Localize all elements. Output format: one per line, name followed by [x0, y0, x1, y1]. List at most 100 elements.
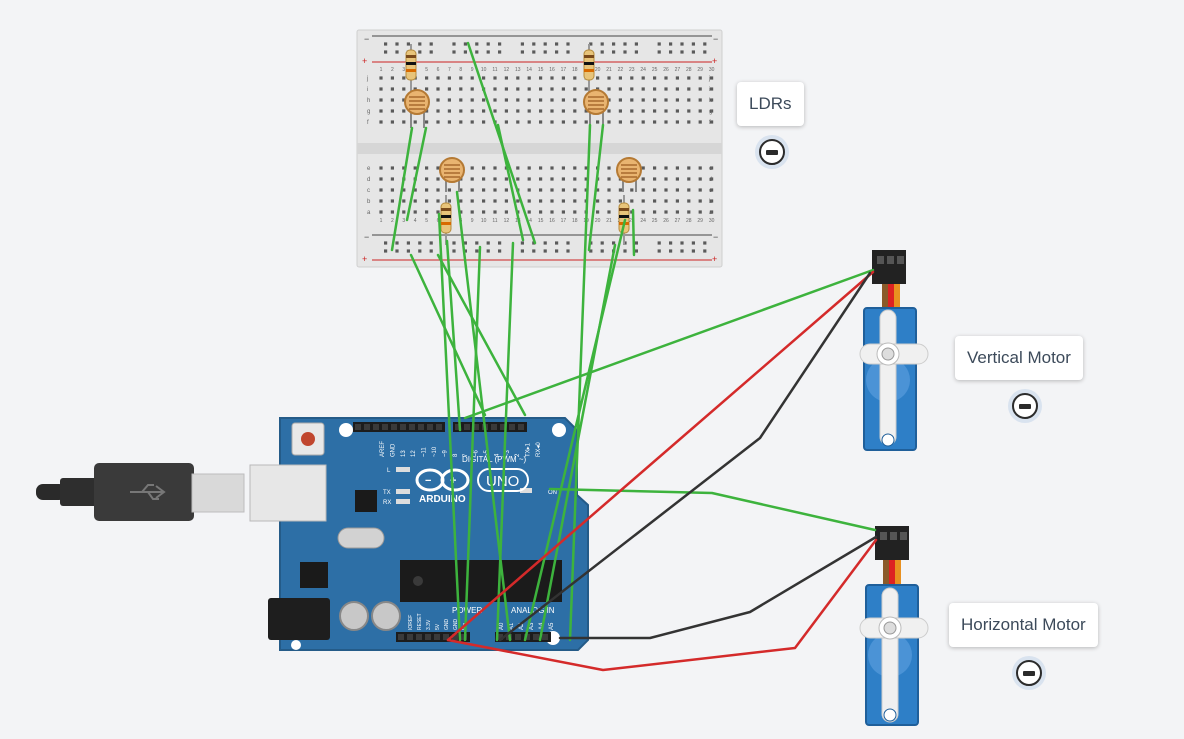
rail-hole[interactable]: [498, 50, 502, 54]
breadboard-hole[interactable]: [630, 98, 634, 102]
breadboard-hole[interactable]: [710, 98, 714, 102]
breadboard-hole[interactable]: [675, 109, 679, 113]
breadboard-hole[interactable]: [402, 120, 406, 124]
rail-hole[interactable]: [657, 42, 661, 46]
rail-hole[interactable]: [589, 42, 593, 46]
note-ldrs[interactable]: LDRs: [737, 82, 804, 126]
breadboard-hole[interactable]: [664, 87, 668, 91]
rail-hole[interactable]: [429, 241, 433, 245]
rail-hole[interactable]: [532, 42, 536, 46]
breadboard-hole[interactable]: [447, 199, 451, 203]
rail-hole[interactable]: [520, 50, 524, 54]
breadboard-hole[interactable]: [516, 177, 520, 181]
breadboard-hole[interactable]: [482, 98, 486, 102]
breadboard-hole[interactable]: [390, 109, 394, 113]
rail-hole[interactable]: [520, 42, 524, 46]
rail-hole[interactable]: [680, 50, 684, 54]
breadboard-hole[interactable]: [425, 87, 429, 91]
breadboard-hole[interactable]: [493, 109, 497, 113]
breadboard-hole[interactable]: [618, 188, 622, 192]
rail-hole[interactable]: [384, 42, 388, 46]
breadboard-hole[interactable]: [584, 188, 588, 192]
breadboard-hole[interactable]: [607, 166, 611, 170]
breadboard-hole[interactable]: [516, 120, 520, 124]
breadboard-hole[interactable]: [516, 166, 520, 170]
breadboard-hole[interactable]: [447, 188, 451, 192]
rail-hole[interactable]: [703, 249, 707, 253]
breadboard-hole[interactable]: [504, 98, 508, 102]
breadboard-hole[interactable]: [664, 98, 668, 102]
rail-hole[interactable]: [384, 249, 388, 253]
breadboard-hole[interactable]: [550, 188, 554, 192]
collapse-ldrs-icon[interactable]: [759, 139, 785, 165]
breadboard-hole[interactable]: [470, 166, 474, 170]
breadboard-hole[interactable]: [653, 188, 657, 192]
rail-hole[interactable]: [486, 42, 490, 46]
breadboard-hole[interactable]: [687, 109, 691, 113]
breadboard-hole[interactable]: [425, 210, 429, 214]
breadboard-hole[interactable]: [470, 98, 474, 102]
breadboard-hole[interactable]: [653, 109, 657, 113]
rail-hole[interactable]: [498, 42, 502, 46]
rail-hole[interactable]: [634, 50, 638, 54]
breadboard-hole[interactable]: [402, 87, 406, 91]
rail-hole[interactable]: [555, 241, 559, 245]
breadboard-hole[interactable]: [516, 76, 520, 80]
usb-cable[interactable]: [36, 463, 245, 521]
breadboard-hole[interactable]: [550, 199, 554, 203]
breadboard-hole[interactable]: [425, 120, 429, 124]
rail-hole[interactable]: [691, 241, 695, 245]
breadboard-hole[interactable]: [710, 120, 714, 124]
header-pin[interactable]: [382, 424, 388, 430]
breadboard-hole[interactable]: [698, 188, 702, 192]
header-pin[interactable]: [391, 424, 397, 430]
breadboard-hole[interactable]: [379, 188, 383, 192]
breadboard-hole[interactable]: [641, 188, 645, 192]
breadboard-hole[interactable]: [459, 210, 463, 214]
rail-hole[interactable]: [691, 42, 695, 46]
rail-hole[interactable]: [486, 249, 490, 253]
servo-horizontal[interactable]: [859, 526, 929, 726]
breadboard-hole[interactable]: [459, 199, 463, 203]
breadboard-hole[interactable]: [573, 120, 577, 124]
breadboard-hole[interactable]: [710, 166, 714, 170]
breadboard-hole[interactable]: [664, 210, 668, 214]
breadboard-hole[interactable]: [470, 76, 474, 80]
breadboard-hole[interactable]: [607, 188, 611, 192]
breadboard-hole[interactable]: [539, 210, 543, 214]
breadboard-hole[interactable]: [550, 166, 554, 170]
breadboard-hole[interactable]: [687, 120, 691, 124]
rail-hole[interactable]: [555, 249, 559, 253]
breadboard-hole[interactable]: [504, 76, 508, 80]
breadboard-hole[interactable]: [539, 199, 543, 203]
breadboard-hole[interactable]: [413, 188, 417, 192]
breadboard-hole[interactable]: [527, 210, 531, 214]
breadboard-hole[interactable]: [459, 109, 463, 113]
breadboard-hole[interactable]: [630, 199, 634, 203]
breadboard-hole[interactable]: [653, 76, 657, 80]
breadboard-hole[interactable]: [561, 76, 565, 80]
breadboard-hole[interactable]: [698, 210, 702, 214]
breadboard-hole[interactable]: [493, 76, 497, 80]
breadboard-hole[interactable]: [561, 166, 565, 170]
breadboard-hole[interactable]: [584, 166, 588, 170]
rail-hole[interactable]: [463, 50, 467, 54]
breadboard-hole[interactable]: [596, 199, 600, 203]
breadboard-hole[interactable]: [675, 76, 679, 80]
breadboard-hole[interactable]: [641, 199, 645, 203]
breadboard-hole[interactable]: [459, 188, 463, 192]
rail-hole[interactable]: [395, 249, 399, 253]
breadboard-hole[interactable]: [402, 199, 406, 203]
rail-hole[interactable]: [543, 249, 547, 253]
breadboard-hole[interactable]: [687, 166, 691, 170]
breadboard-hole[interactable]: [664, 166, 668, 170]
header-pin[interactable]: [515, 634, 521, 640]
breadboard-hole[interactable]: [413, 199, 417, 203]
resistor[interactable]: [440, 195, 452, 245]
breadboard-hole[interactable]: [527, 98, 531, 102]
breadboard-hole[interactable]: [447, 120, 451, 124]
breadboard-hole[interactable]: [539, 98, 543, 102]
breadboard-hole[interactable]: [653, 98, 657, 102]
breadboard-hole[interactable]: [596, 210, 600, 214]
breadboard-hole[interactable]: [710, 210, 714, 214]
